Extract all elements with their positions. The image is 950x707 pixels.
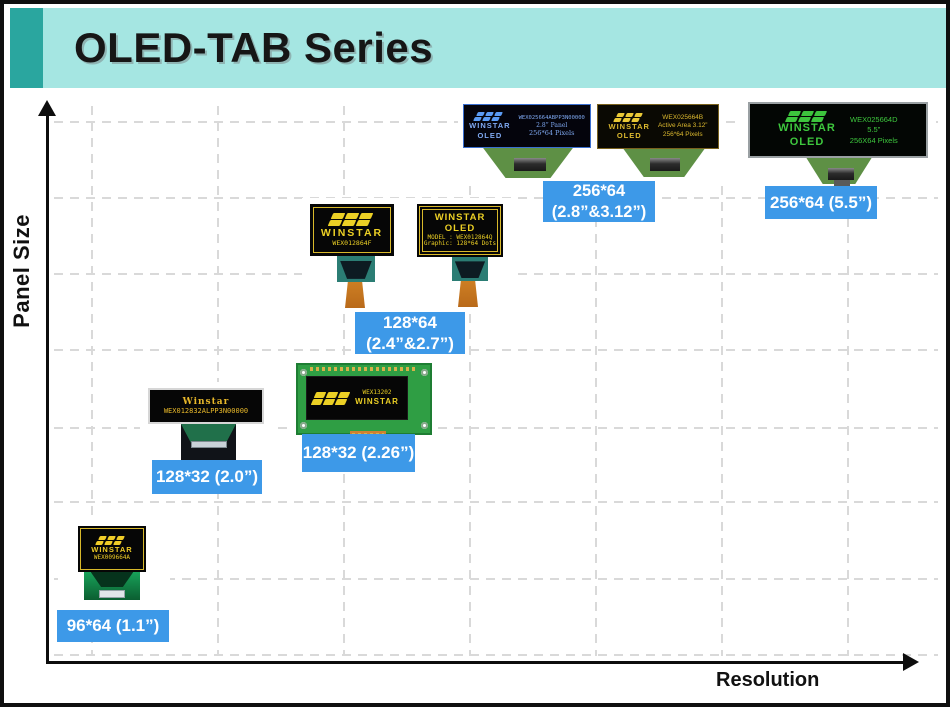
oled-128x32-tab-screen: Winstar WEX012832ALPP3N00000 — [148, 388, 264, 424]
grid-line-horizontal — [54, 427, 938, 429]
screen-model-text: WEX012832ALPP3N00000 — [163, 407, 249, 416]
badge-text-line2: (2.8”&3.12”) — [551, 202, 647, 221]
connector-chip — [340, 260, 372, 279]
screen-brand-line2: OLED — [444, 222, 476, 234]
pcb-hole — [421, 369, 428, 376]
grid-line-horizontal — [54, 578, 938, 580]
pcb-hole — [300, 422, 307, 429]
badge-text: 128*32 (2.0”) — [155, 467, 259, 487]
header-accent-square — [10, 8, 43, 88]
oled-256x64-312-screen: WINSTAR OLED WEX025664B Active Area 3.12… — [597, 104, 719, 149]
oled-128x64-f-screen: WINSTAR WEX012864F — [310, 204, 394, 256]
fpc-128x64-f — [345, 282, 365, 308]
connector-256x64-28 — [514, 158, 546, 171]
badge-128x32-tab: 128*32 (2.0”) — [152, 460, 262, 494]
badge-text-line2: (2.4”&2.7”) — [366, 334, 454, 353]
screen-model-text: WEX012864F — [332, 238, 372, 247]
grid-line-vertical — [595, 106, 597, 656]
connector-128x64-q — [452, 257, 488, 281]
winstar-logo-icon — [473, 112, 504, 122]
screen-size-text: Active Area 3.12” — [657, 122, 708, 130]
screen-brand-text: Winstar — [182, 396, 230, 407]
pcb-hole — [421, 422, 428, 429]
badge-128x32-pcb: 128*32 (2.26”) — [302, 434, 415, 472]
connector-128x32-tab — [181, 424, 236, 460]
connector-128x64-f — [337, 256, 375, 282]
screen-brand-line2: OLED — [789, 135, 825, 148]
y-axis-label: Panel Size — [9, 214, 34, 328]
screen-size-text: 2.8” Panel — [536, 121, 568, 129]
grid-line-vertical — [469, 106, 471, 656]
screen-brand-text: WINSTAR — [320, 226, 384, 239]
fpc-128x64-q — [458, 281, 478, 307]
oled-256x64-28-screen: WINSTAR OLED WEX025664ABPP3N00000 2.8” P… — [463, 104, 591, 148]
oled-256x64-55-screen: WINSTAR OLED WEX025664D 5.5” 256X64 Pixe… — [748, 102, 928, 158]
x-axis-label: Resolution — [716, 669, 820, 691]
screen-size-text: 5.5” — [867, 125, 881, 135]
connector-chip — [454, 261, 486, 279]
winstar-logo-icon — [612, 112, 643, 122]
grid-line-horizontal — [54, 501, 938, 503]
grid-line-vertical — [847, 106, 849, 656]
screen-pixels-text: 256*64 Pixels — [529, 129, 575, 138]
badge-text: 256*64 (5.5”) — [769, 192, 873, 212]
oled-128x64-q-screen: WINSTAR OLED MODEL : WEX012864Q Graphic:… — [417, 204, 503, 257]
connector-metal-bar — [190, 440, 227, 448]
screen-brand-line2: OLED — [477, 130, 503, 140]
winstar-logo-icon — [310, 391, 351, 405]
screen-brand-line1: WINSTAR — [469, 121, 511, 131]
connector-pcb — [181, 424, 236, 443]
badge-text-line1: 256*64 — [572, 181, 626, 200]
screen-model-text: WEX009664A — [93, 554, 131, 562]
screen-brand-line1: WINSTAR — [434, 211, 486, 223]
screen-model-text: WEX13202 — [362, 389, 392, 397]
pcb-connector — [99, 590, 125, 598]
badge-128x64: 128*64 (2.4”&2.7”) — [355, 312, 465, 354]
pcb-pin-row — [310, 367, 418, 371]
badge-256x64: 256*64 (2.8”&3.12”) — [543, 181, 655, 222]
badge-text: 96*64 (1.1”) — [66, 616, 160, 636]
screen-brand-text: WINSTAR — [355, 396, 399, 406]
screen-pixels-text: 256X64 Pixels — [849, 135, 898, 145]
page-title: OLED-TAB Series — [74, 24, 434, 71]
screen-graphic-line: Graphic: 128*64 Dots — [423, 240, 497, 248]
pcb-hole — [300, 369, 307, 376]
badge-256x64-55: 256*64 (5.5”) — [765, 186, 877, 219]
screen-model-line: MODEL : WEX012864Q — [427, 233, 493, 241]
screen-model-text: WEX025664B — [662, 114, 704, 122]
grid-line-vertical — [721, 106, 723, 656]
badge-text-line1: 128*64 — [383, 312, 437, 332]
screen-brand-line2: OLED — [616, 131, 642, 140]
connector-256x64-312 — [650, 158, 680, 171]
grid-line-horizontal — [54, 654, 938, 656]
screen-model-text: WEX025664ABPP3N00000 — [518, 114, 585, 121]
badge-text: 128*32 (2.26”) — [302, 443, 415, 463]
winstar-logo-icon — [784, 110, 827, 122]
pcb-shadow — [90, 572, 134, 588]
connector-tail-256x64-55 — [834, 180, 850, 187]
grid-line-vertical — [217, 106, 219, 656]
screen-brand-text: WINSTAR — [91, 544, 133, 554]
connector-256x64-55 — [828, 168, 854, 180]
grid-line-vertical — [91, 106, 93, 656]
oled-96x64-screen: WINSTAR WEX009664A — [78, 526, 146, 572]
oled-128x32-pcb-screen: WEX13202 WINSTAR — [306, 376, 408, 420]
winstar-logo-icon — [95, 535, 126, 545]
screen-brand-line1: WINSTAR — [778, 121, 836, 134]
pcb-96x64 — [84, 572, 140, 600]
header-bar — [43, 8, 946, 88]
badge-96x64: 96*64 (1.1”) — [57, 610, 169, 642]
winstar-logo-icon — [327, 212, 374, 226]
screen-brand-line1: WINSTAR — [608, 121, 650, 131]
screen-model-text: WEX025664D — [849, 114, 898, 124]
y-axis-arrow-icon — [38, 100, 56, 116]
screen-pixels-text: 256*64 Pixels — [662, 130, 703, 138]
x-axis-arrow-icon — [903, 653, 919, 671]
x-axis-line — [46, 661, 906, 664]
grid-line-horizontal — [54, 349, 938, 351]
y-axis-line — [46, 115, 49, 664]
